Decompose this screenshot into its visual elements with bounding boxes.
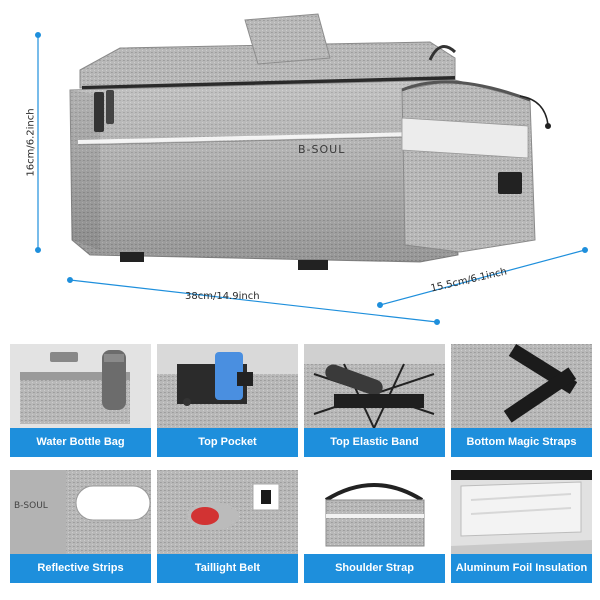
feature-tile-water-bottle-bag: Water Bottle Bag (10, 344, 151, 457)
feature-tile-reflective-strips: B-SOUL Reflective Strips (10, 470, 151, 583)
feature-label: Top Elastic Band (304, 428, 445, 457)
trunk-bag (69, 13, 551, 270)
reflective-strips-image: B-SOUL (10, 470, 151, 554)
feature-label: Reflective Strips (10, 554, 151, 583)
product-hero-image (35, 13, 588, 325)
height-label: 16cm/6.2inch (25, 108, 37, 177)
top-pocket-image (157, 344, 298, 428)
top-elastic-band-image (304, 344, 445, 428)
aluminum-foil-insulation-image (451, 470, 592, 554)
feature-tile-taillight-belt: Taillight Belt (157, 470, 298, 583)
brand-logo: B-SOUL (298, 143, 346, 156)
feature-label: Water Bottle Bag (10, 428, 151, 457)
length-label: 38cm/14.9inch (185, 291, 260, 302)
feature-tile-bottom-magic-straps: Bottom Magic Straps (451, 344, 592, 457)
svg-text:B-SOUL: B-SOUL (14, 501, 48, 511)
water-bottle-bag-image (10, 344, 151, 428)
length-dimension-line (67, 277, 440, 325)
height-dimension-line (35, 32, 41, 253)
bottom-magic-straps-image (451, 344, 592, 428)
feature-label: Shoulder Strap (304, 554, 445, 583)
feature-tile-shoulder-strap: Shoulder Strap (304, 470, 445, 583)
feature-label: Bottom Magic Straps (451, 428, 592, 457)
feature-tile-top-pocket: Top Pocket (157, 344, 298, 457)
taillight-belt-image (157, 470, 298, 554)
width-dimension-line (377, 247, 588, 308)
feature-label: Top Pocket (157, 428, 298, 457)
feature-tile-aluminum-foil-insulation: Aluminum Foil Insulation (451, 470, 592, 583)
feature-label: Taillight Belt (157, 554, 298, 583)
shoulder-strap-image (304, 470, 445, 554)
feature-label: Aluminum Foil Insulation (451, 554, 592, 583)
feature-tile-top-elastic-band: Top Elastic Band (304, 344, 445, 457)
